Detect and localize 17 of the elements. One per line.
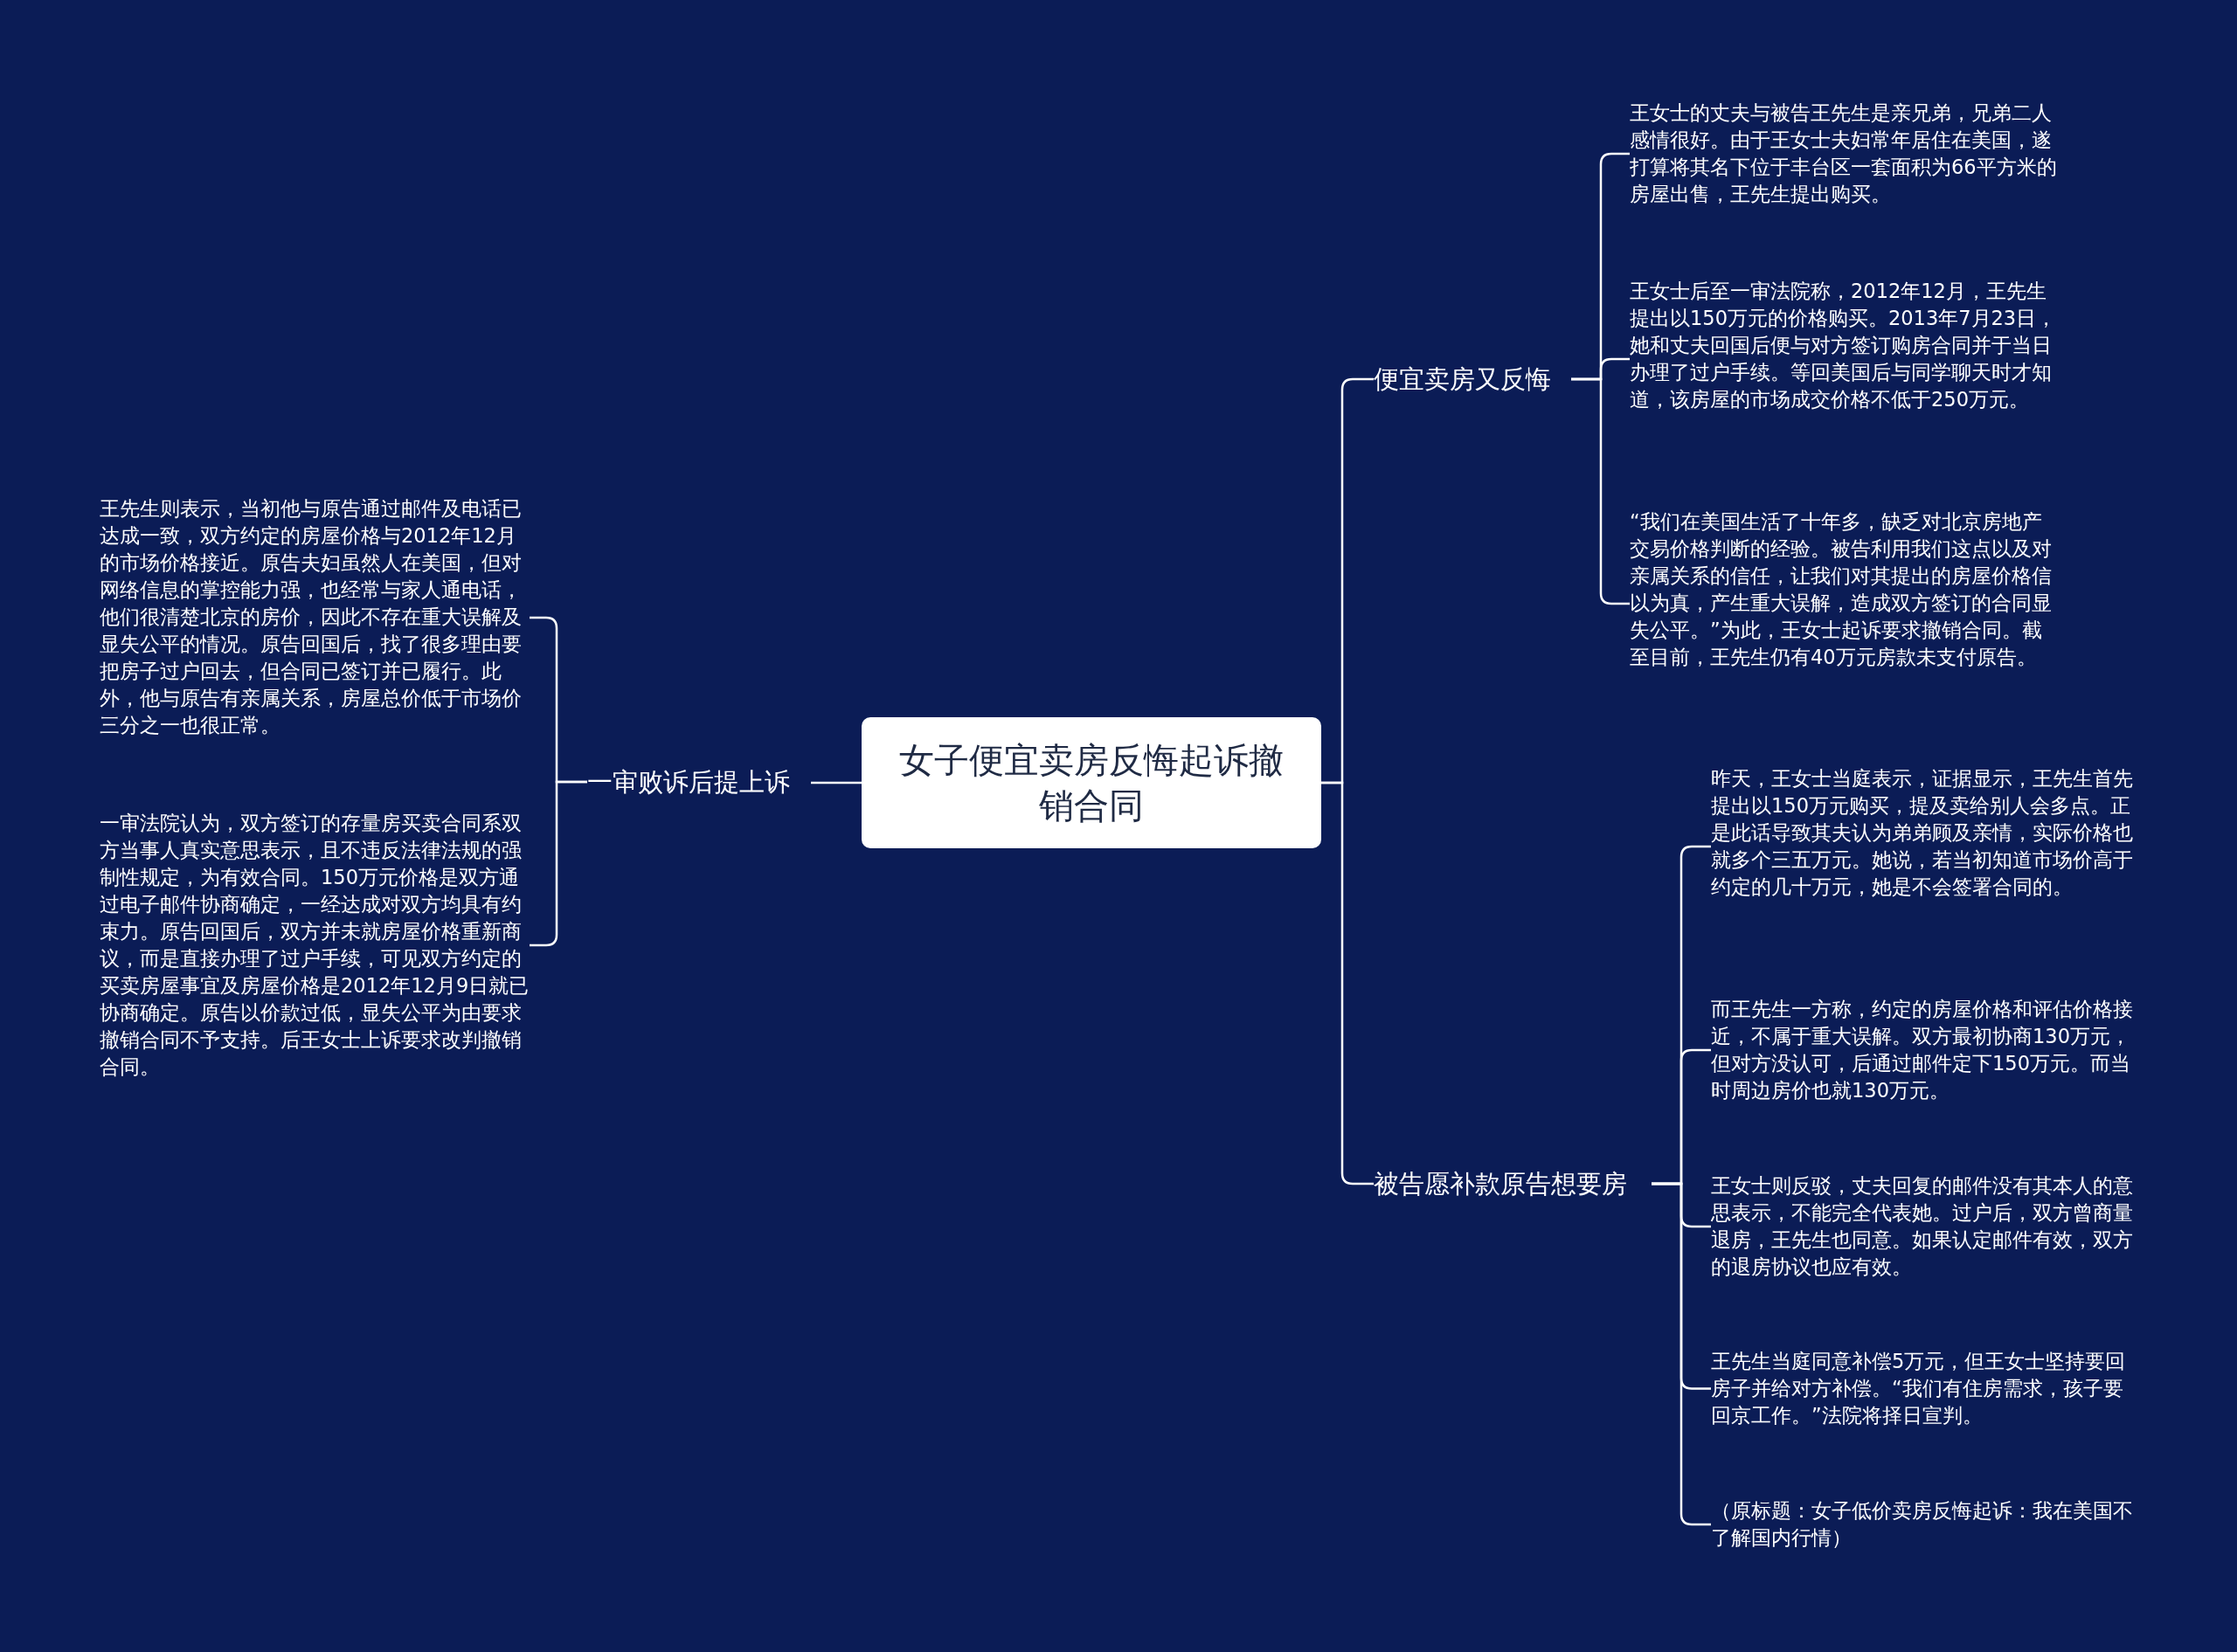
branch-topic: 一审败诉后提上诉 xyxy=(587,764,811,799)
topic-text: 王女士后至一审法院称，2012年12月，王先生提出以150万元的价格购买。2013年7月23日，她和丈夫回国后便与对方签订购房合同并于当日办理了过户手续。等回美国后与同学聊天时才知道，该房屋的市场成交价格不低于250万元。 xyxy=(1630,278,2058,440)
topic-text: 昨天，王女士当庭表示，证据显示，王先生首先提出以150万元购买，提及卖给别人会多点。正是此话导致其夫认为弟弟顾及亲情，实际价格也就多个三五万元。她说，若当初知道市场价高于约定的几十万元，她是不会签署合同的。 xyxy=(1711,765,2139,928)
branch-topic: 便宜卖房又反悔 xyxy=(1374,362,1571,397)
branch-topic: 被告愿补款原告想要房 xyxy=(1374,1166,1652,1201)
topic-text: 而王先生一方称，约定的房屋价格和评估价格接近，不属于重大误解。双方最初协商130万元，但对方没认可，后通过邮件定下150万元。而当时周边房价也就130万元。 xyxy=(1711,996,2139,1104)
topic-text: 王先生则表示，当初他与原告通过邮件及电话已达成一致，双方约定的房屋价格与2012年12月的市场价格接近。原告夫妇虽然人在美国，但对网络信息的掌控能力强，也经常与家人通电话，他们很清楚北京的房价，因此不存在重大误解及显失公平的情况。原告回国后，找了很多理由要把房子过户回去，但合同已签订并已履行。此外，他与原告有亲属关系，房屋总价低于市场价三分之一也很正常。 xyxy=(100,495,530,740)
connector-line xyxy=(811,781,862,785)
connector-line xyxy=(1321,781,1374,1185)
topic-text: 王先生当庭同意补偿5万元，但王女士坚持要回房子并给对方补偿。“我们有住房需求，孩子要回京工作。”法院将择日宣判。 xyxy=(1711,1348,2139,1429)
topic-text: 王女士则反驳，丈夫回复的邮件没有其本人的意思表示，不能完全代表她。过户后，双方曾商量退房，王先生也同意。如果认定邮件有效，双方的退房协议也应有效。 xyxy=(1711,1172,2139,1281)
topic-text: 王女士的丈夫与被告王先生是亲兄弟，兄弟二人感情很好。由于王女士夫妇常年居住在美国，遂打算将其名下位于丰台区一套面积为66平方米的房屋出售，王先生提出购买。 xyxy=(1630,100,2058,208)
topic-text: “我们在美国生活了十年多，缺乏对北京房地产交易价格判断的经验。被告利用我们这点以及对亲属关系的信任，让我们对其提出的房屋价格信以为真，产生重大误解，造成双方签订的合同显失公平。”为此，王女士起诉要求撤销合同。截至目前，王先生仍有40万元房款未支付原告。 xyxy=(1630,508,2058,699)
central-topic-box: 女子便宜卖房反悔起诉撤销合同 xyxy=(862,717,1321,848)
topic-text: （原标题：女子低价卖房反悔起诉：我在美国不了解国内行情） xyxy=(1711,1497,2139,1552)
topic-text: 一审法院认为，双方签订的存量房买卖合同系双方当事人真实意思表示，且不违反法律法规的强制性规定，为有效合同。150万元价格是双方通过电子邮件协商确定，一经达成对双方均具有约束力。原告回国后，双方并未就房屋价格重新商议，而是直接办理了过户手续，可见双方约定的买卖房屋事宜及房屋价格是2012年12月9日就已协商确定。原告以价款过低，显失公平为由要求撤销合同不予支持。后王女士上诉要求改判撤销合同。 xyxy=(100,810,530,1081)
connector-line xyxy=(1652,1182,1711,1526)
